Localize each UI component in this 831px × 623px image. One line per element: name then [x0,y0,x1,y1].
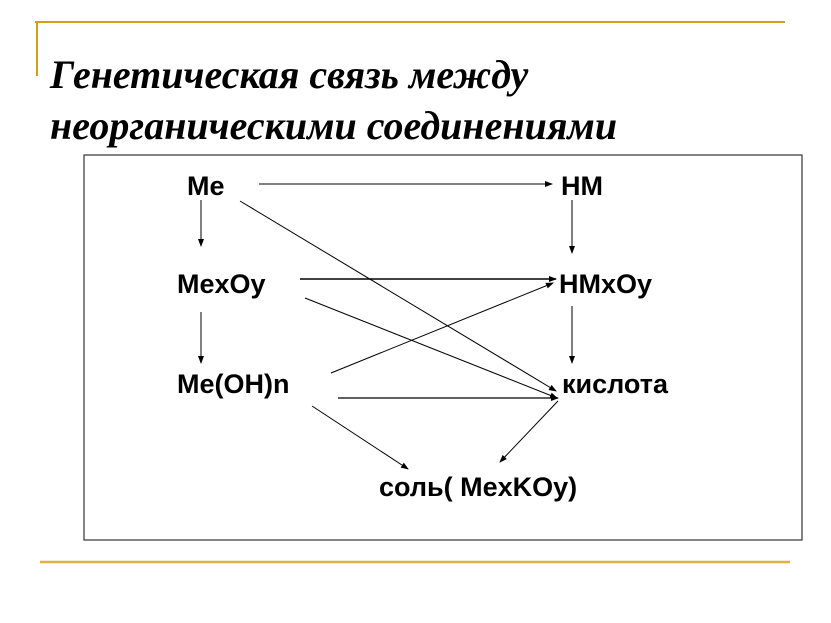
title-line-2: неорганическими соединениями [50,103,617,148]
node-hm: HM [561,171,603,201]
arrow-meohn-hmxoy [330,282,554,374]
arrow-me-acid [239,200,557,392]
arrow-meohn-salt [311,405,409,470]
node-acid: кислота [562,369,669,399]
node-meohn: Me(OH)n [177,369,289,399]
arrow-acid-salt [499,400,559,463]
diagram-frame [83,154,803,541]
node-hmxoy: HMxOy [559,269,652,299]
title-line-1: Генетическая связь между [49,52,529,97]
arrow-mexoy-acid [304,297,558,399]
node-me: Me [187,171,225,201]
node-salt: соль( MexKOy) [379,472,577,502]
node-mexoy: MexOy [177,269,266,299]
